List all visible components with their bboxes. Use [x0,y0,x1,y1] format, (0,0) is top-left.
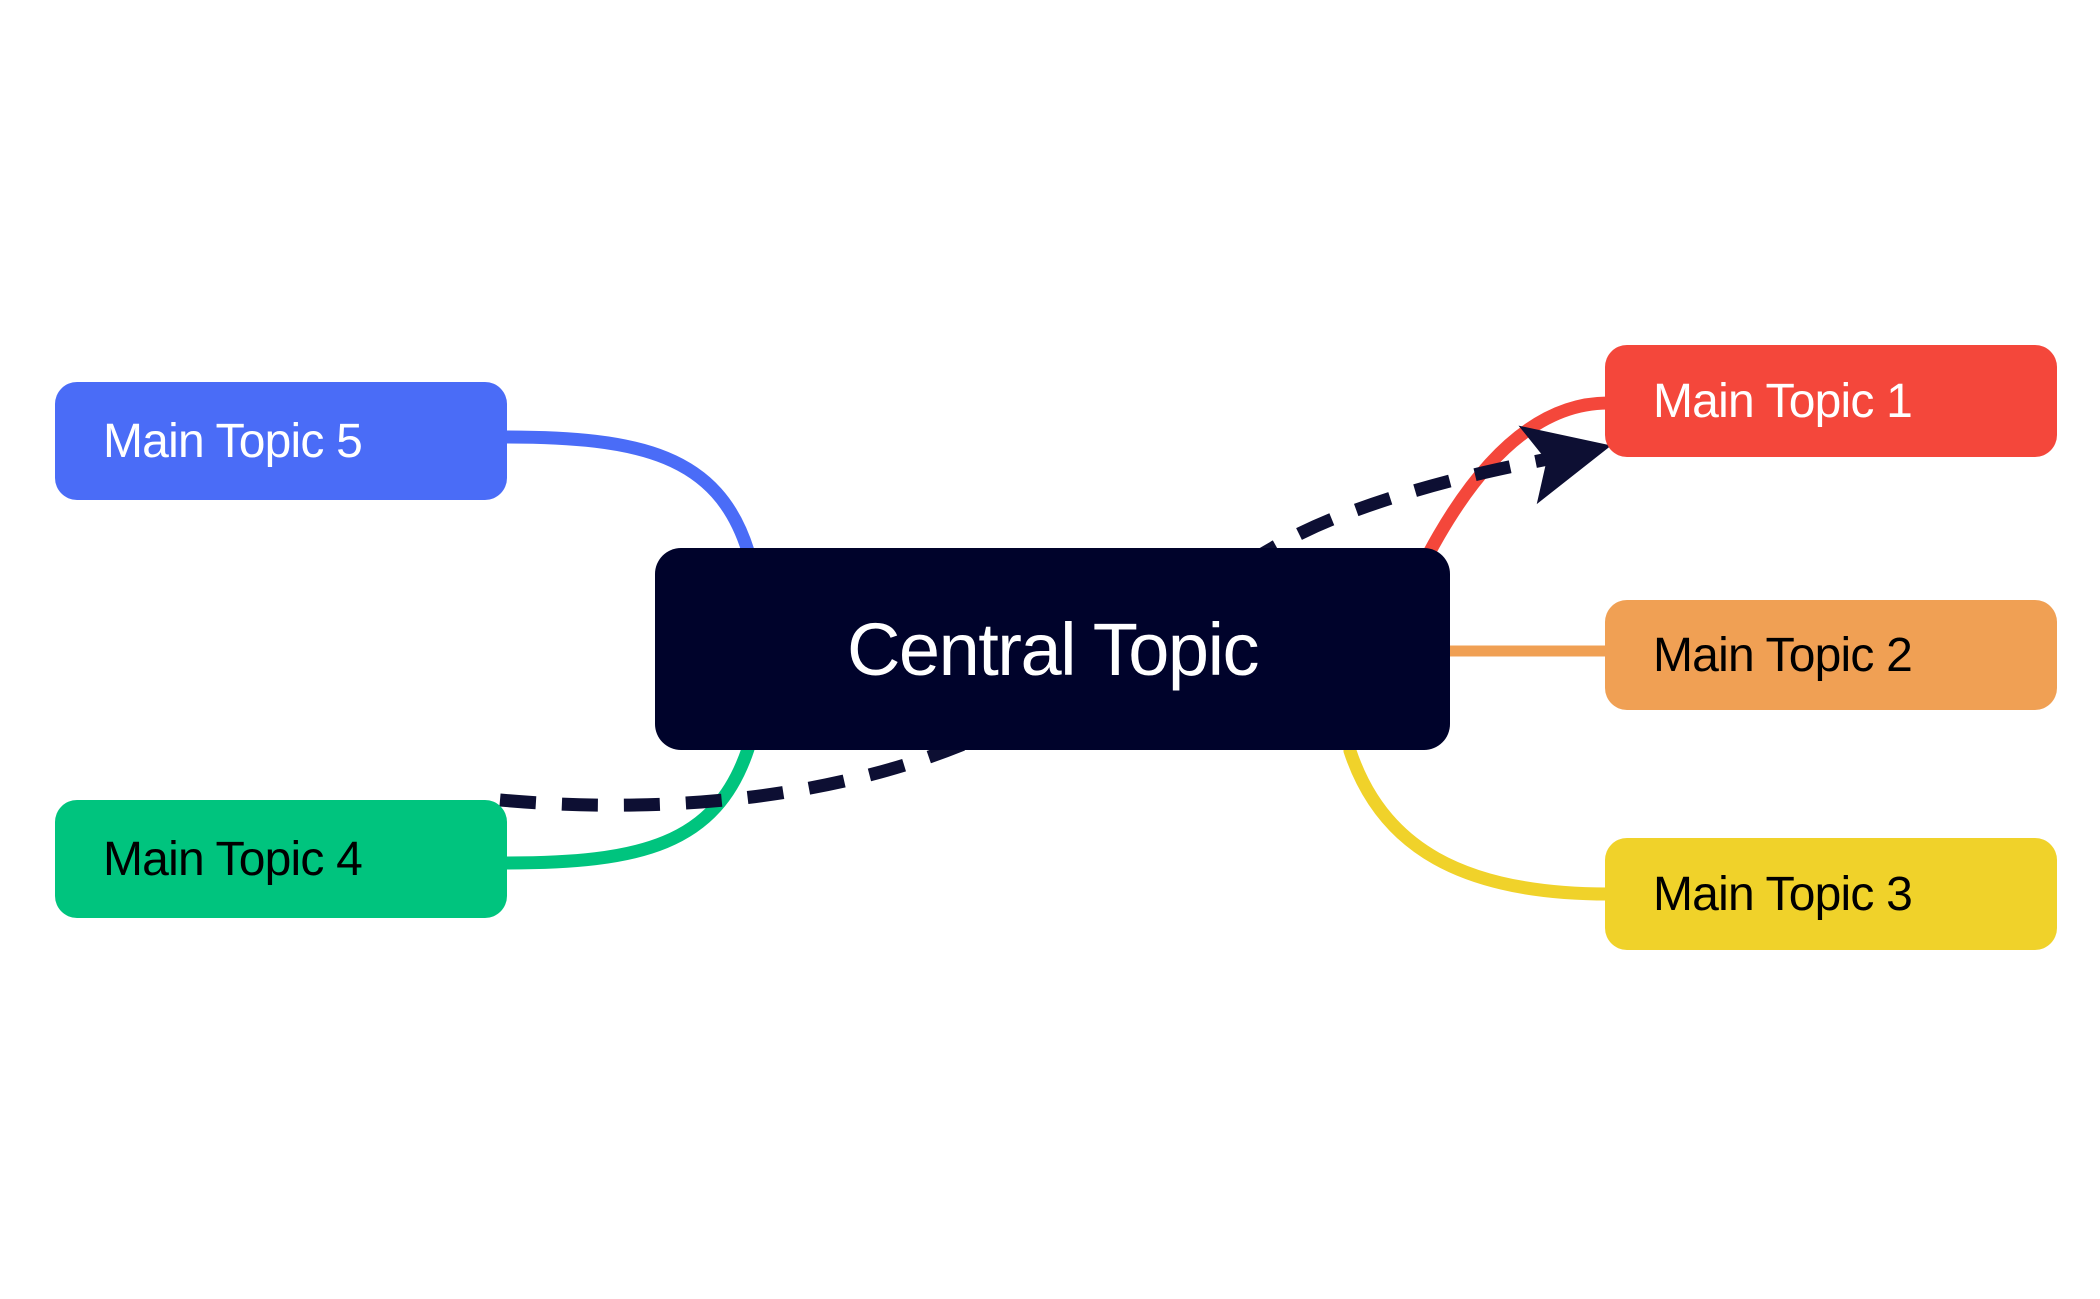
main-topic-1-node[interactable]: Main Topic 1 [1605,345,2057,457]
main-topic-1-label: Main Topic 1 [1653,374,1913,428]
main-topic-3-label: Main Topic 3 [1653,867,1913,921]
main-topic-5-label: Main Topic 5 [103,414,363,468]
main-topic-4-label: Main Topic 4 [103,832,363,886]
connector-topic4-line [498,742,755,870]
main-topic-2-node[interactable]: Main Topic 2 [1605,600,2057,710]
connector-topic3-line [1343,744,1615,901]
main-topic-3-node[interactable]: Main Topic 3 [1605,838,2057,950]
main-topic-4-node[interactable]: Main Topic 4 [55,800,507,918]
connector-topic5-line [498,430,755,558]
central-topic-label: Central Topic [846,607,1260,691]
main-topic-2-label: Main Topic 2 [1653,628,1913,682]
central-topic-node[interactable]: Central Topic [655,548,1450,750]
main-topic-5-node[interactable]: Main Topic 5 [55,382,507,500]
